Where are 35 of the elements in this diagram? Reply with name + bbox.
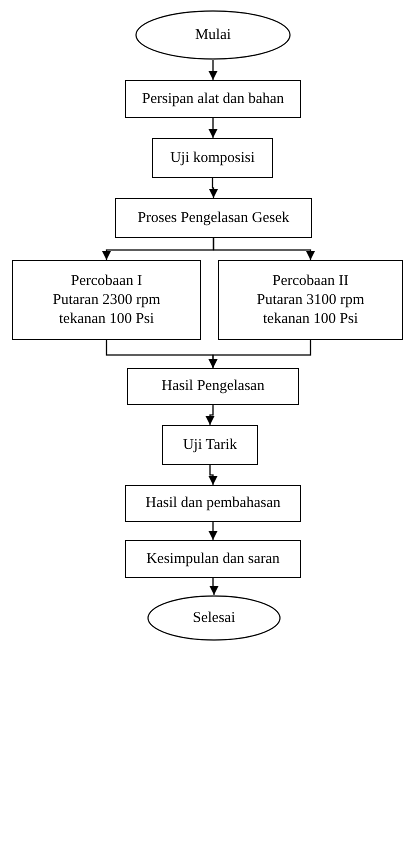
terminal-ellipse: [135, 10, 291, 60]
terminal-ellipse: [147, 595, 281, 641]
node-label: Putaran 2300 rpm: [52, 290, 160, 310]
process-box: [12, 260, 201, 340]
arrow: [212, 238, 315, 260]
node-label: Persipan alat dan bahan: [142, 90, 284, 108]
arrow: [208, 465, 218, 485]
arrow: [209, 178, 218, 198]
arrow: [206, 405, 214, 425]
process-box: [152, 138, 273, 178]
process-box: [125, 485, 301, 522]
node-label: Mulai: [195, 26, 231, 44]
process-box: [218, 260, 403, 340]
node-label: Uji Tarik: [182, 436, 238, 454]
process-box: [115, 198, 312, 238]
node-label: Selesai: [192, 608, 236, 628]
node-label: Hasil Pengelasan: [162, 377, 264, 396]
arrow: [208, 522, 218, 540]
node-label: Percobaan I: [70, 272, 142, 290]
process-box: [125, 540, 301, 578]
node-label: Hasil dan pembahasan: [146, 494, 280, 513]
arrow: [208, 118, 218, 138]
process-box: [125, 80, 301, 118]
node-label: Uji komposisi: [170, 148, 255, 168]
node-label: Proses Pengelasan Gesek: [138, 208, 290, 228]
node-label: Percobaan II: [272, 272, 349, 290]
node-label: tekanan 100 Psi: [263, 310, 358, 328]
arrow: [208, 60, 218, 80]
node-label: Kesimpulan dan saran: [146, 550, 280, 568]
process-box: [127, 368, 299, 405]
node-label: Putaran 3100 rpm: [256, 290, 364, 310]
arrow: [208, 340, 312, 368]
node-label: tekanan 100 Psi: [59, 310, 154, 328]
arrow: [210, 578, 218, 595]
process-box: [162, 425, 258, 465]
